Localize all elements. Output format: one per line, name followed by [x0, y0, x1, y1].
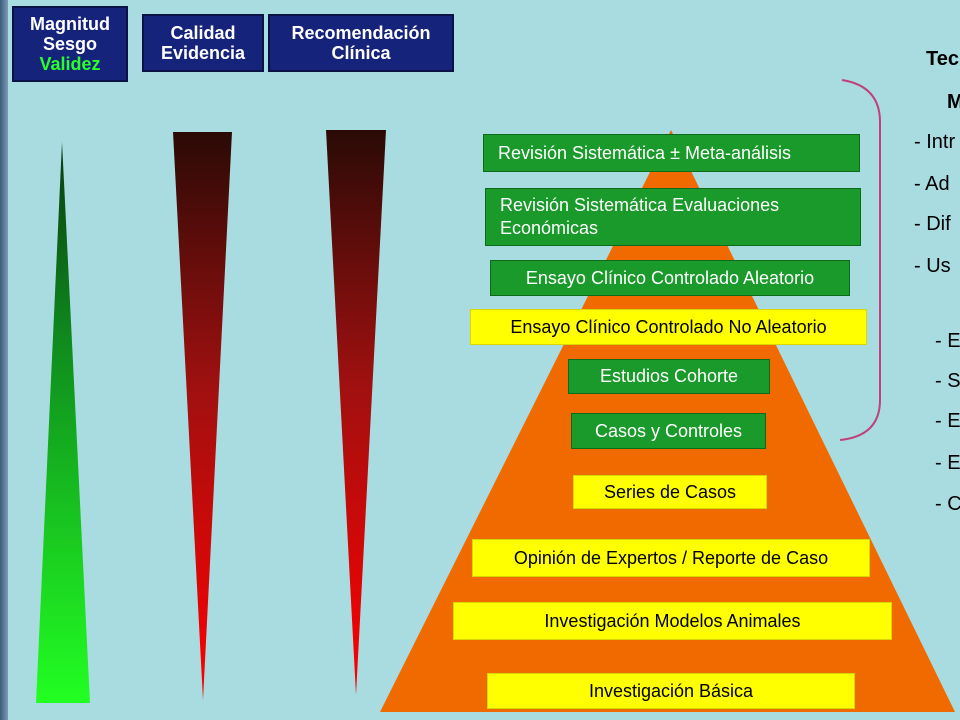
right-item: - Intr	[914, 131, 956, 153]
right-title: Tec	[926, 48, 959, 70]
header-magnitud-line3: Validez	[39, 54, 101, 74]
header-calidad-line1: Calidad	[170, 23, 236, 43]
level-estudios-cohorte: Estudios Cohorte	[568, 359, 770, 394]
level-ensayo-aleatorio: Ensayo Clínico Controlado Aleatorio	[490, 260, 850, 296]
header-magnitud-line1: Magnitud	[30, 14, 110, 34]
level-ensayo-no-aleatorio: Ensayo Clínico Controlado No Aleatorio	[470, 309, 867, 345]
level-revision-evaluaciones-economicas: Revisión Sistemática Evaluaciones Económ…	[485, 188, 861, 246]
right-subitem: - E	[935, 452, 960, 474]
level-revision-sistematica: Revisión Sistemática ± Meta-análisis	[483, 134, 860, 172]
header-recomendacion-line1: Recomendación	[291, 23, 431, 43]
header-calidad-evidencia: Calidad Evidencia	[142, 14, 264, 72]
right-subitem: - E	[935, 410, 960, 432]
level-series-casos: Series de Casos	[573, 475, 767, 509]
right-subtitle: M	[947, 91, 960, 113]
header-recomendacion-line2: Clínica	[331, 43, 391, 63]
right-item: - Dif	[914, 213, 951, 235]
level-opinion-expertos: Opinión de Expertos / Reporte de Caso	[472, 539, 870, 577]
slide-left-edge	[0, 0, 8, 720]
right-item: - Us	[914, 255, 951, 277]
level-investigacion-basica: Investigación Básica	[487, 673, 855, 709]
calidad-triangle	[173, 132, 232, 700]
right-subitem: - S	[935, 370, 960, 392]
right-subitem: - C	[935, 493, 960, 515]
level-modelos-animales: Investigación Modelos Animales	[453, 602, 892, 640]
right-subitem: - E	[935, 330, 960, 352]
header-magnitud-sesgo-validez: Magnitud Sesgo Validez	[12, 6, 128, 82]
bracket-curve	[839, 79, 881, 441]
header-calidad-line2: Evidencia	[160, 43, 246, 63]
level-casos-controles: Casos y Controles	[571, 413, 766, 449]
header-recomendacion-clinica: Recomendación Clínica	[268, 14, 454, 72]
right-item: - Ad	[914, 173, 950, 195]
recomendacion-triangle	[326, 130, 386, 695]
header-magnitud-line2: Sesgo	[42, 34, 98, 54]
validez-triangle	[36, 142, 90, 703]
